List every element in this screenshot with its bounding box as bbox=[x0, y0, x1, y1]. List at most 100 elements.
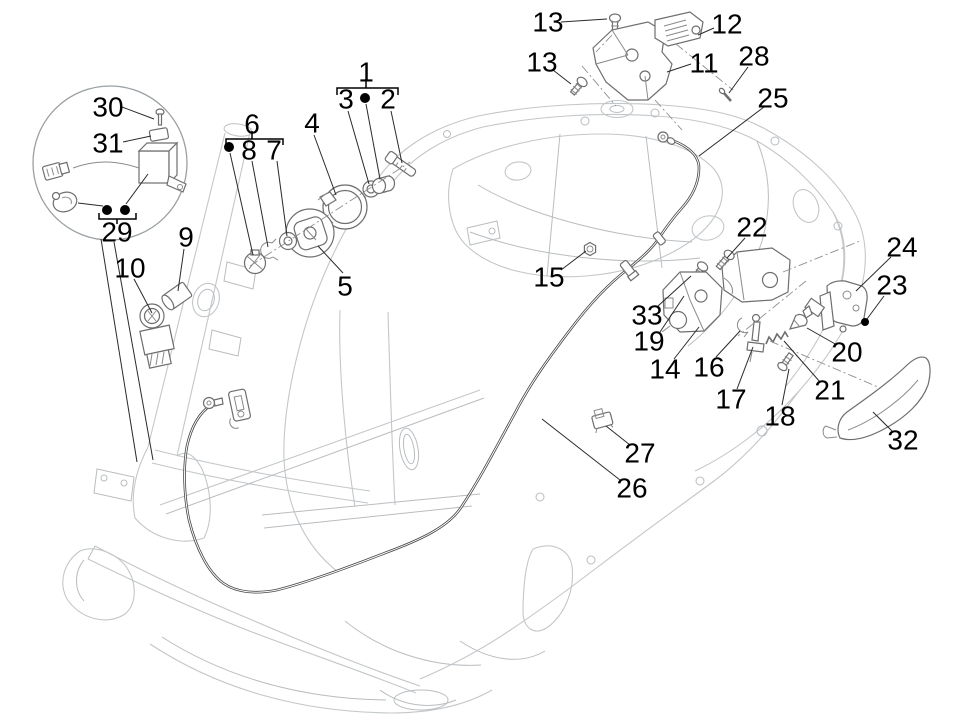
group-bracket bbox=[336, 87, 399, 95]
leader-line bbox=[133, 278, 153, 314]
leader-line bbox=[552, 69, 572, 85]
part-label-18-18: 18 bbox=[764, 401, 795, 432]
leader-line bbox=[365, 103, 381, 180]
part-label-33-33: 33 bbox=[631, 300, 662, 331]
assembly-axis bbox=[595, 34, 613, 53]
leader-line bbox=[855, 256, 892, 292]
part-label-2-1: 2 bbox=[380, 84, 396, 115]
reference-dot bbox=[861, 318, 869, 326]
part-label-14-14: 14 bbox=[649, 354, 680, 385]
part-label-8-7: 8 bbox=[241, 135, 257, 166]
leader-line bbox=[715, 330, 741, 358]
group-bracket bbox=[225, 138, 284, 145]
part-label-5-4: 5 bbox=[337, 271, 353, 302]
reference-dot bbox=[120, 205, 130, 215]
assembly-axis bbox=[769, 340, 879, 388]
leader-line bbox=[121, 106, 155, 120]
screw-13-top-icon bbox=[608, 13, 622, 34]
part-label-31-31: 31 bbox=[92, 128, 123, 159]
seat-lock-latch-icon bbox=[661, 271, 723, 333]
part-label-7-6: 7 bbox=[266, 135, 282, 166]
spring-21-icon bbox=[765, 330, 789, 345]
part-label-9-8: 9 bbox=[178, 222, 194, 253]
cable-end-barrel-top-icon bbox=[657, 131, 676, 145]
part-label-29-29: 29 bbox=[101, 217, 132, 248]
leader-line bbox=[317, 245, 344, 274]
rubber-cone-20-icon bbox=[788, 313, 808, 330]
leader-line bbox=[390, 110, 403, 164]
reference-dot bbox=[224, 142, 234, 152]
leader-line bbox=[657, 275, 692, 307]
part-label-25-25: 25 bbox=[757, 83, 788, 114]
spring-clip-8-icon bbox=[260, 238, 279, 261]
part-label-16-16: 16 bbox=[693, 352, 724, 383]
leader-line bbox=[541, 418, 621, 481]
part-label-22-22: 22 bbox=[736, 212, 767, 243]
part-label-32-32: 32 bbox=[887, 425, 918, 456]
leader-line bbox=[673, 326, 700, 360]
lock-lever-17-icon bbox=[746, 313, 765, 363]
part-label-20-20: 20 bbox=[831, 337, 862, 368]
leader-line bbox=[177, 248, 185, 292]
screw-13-left-icon bbox=[569, 76, 588, 96]
part-label-24-24: 24 bbox=[886, 232, 917, 263]
reference-dot bbox=[360, 93, 370, 103]
leader-line bbox=[122, 135, 152, 143]
relay-cable-icon bbox=[72, 161, 140, 169]
ignition-switch-icon bbox=[139, 303, 175, 369]
assembly-axis bbox=[675, 43, 734, 91]
part-label-13-12: 13 bbox=[532, 7, 563, 38]
assembly-axis bbox=[737, 280, 807, 337]
leader-line bbox=[659, 295, 685, 333]
pin-28-icon bbox=[718, 87, 732, 102]
part-label-11-10: 11 bbox=[689, 48, 718, 79]
cable-adjuster-icon bbox=[619, 260, 640, 282]
screw-30-icon bbox=[155, 108, 165, 126]
part-label-30-30: 30 bbox=[92, 92, 123, 123]
leader-line bbox=[276, 160, 288, 237]
reference-dot bbox=[102, 205, 112, 215]
part-label-26-26: 26 bbox=[616, 473, 647, 504]
lock-barrel-6-icon bbox=[243, 249, 267, 275]
screw-22-icon bbox=[715, 249, 735, 271]
seat-latch-icon bbox=[654, 11, 704, 47]
wiring-connector-icon bbox=[41, 161, 71, 181]
part-label-27-27: 27 bbox=[624, 438, 655, 469]
part-label-6-5: 6 bbox=[244, 109, 260, 140]
leader-line bbox=[560, 18, 608, 23]
leader-line bbox=[697, 27, 715, 36]
part-label-12-11: 12 bbox=[711, 9, 742, 40]
leader-line bbox=[125, 173, 149, 205]
key-blank-icon bbox=[384, 150, 417, 177]
leader-line bbox=[666, 63, 692, 73]
assembly-axis bbox=[581, 65, 617, 107]
leader-line bbox=[605, 425, 631, 446]
part-label-17-17: 17 bbox=[715, 384, 746, 415]
part-label-21-21: 21 bbox=[814, 375, 845, 406]
latch-carrier-plate-icon bbox=[721, 247, 791, 303]
leader-line bbox=[100, 238, 138, 463]
key-cylinder-icon bbox=[371, 175, 396, 195]
leader-line bbox=[347, 110, 370, 185]
lock-cover-icon bbox=[822, 356, 931, 441]
parts bbox=[41, 11, 931, 441]
leader-line bbox=[872, 411, 894, 433]
cable-ferrule-icon bbox=[652, 231, 666, 246]
part-label-13-13: 13 bbox=[526, 47, 557, 78]
cable-clip-icon bbox=[591, 408, 614, 434]
lock-sleeve-icon bbox=[161, 281, 193, 311]
part-label-1-0: 1 bbox=[358, 57, 374, 88]
leader-line bbox=[866, 295, 885, 320]
key-fob-icon bbox=[51, 191, 78, 213]
part-label-3-2: 3 bbox=[338, 84, 354, 115]
leader-line bbox=[560, 250, 587, 271]
striker-plate-icon bbox=[228, 388, 251, 429]
leader-line bbox=[77, 202, 104, 207]
part-label-28-28: 28 bbox=[738, 41, 769, 72]
immobilizer-relay-icon bbox=[137, 141, 187, 193]
leader-line bbox=[806, 327, 838, 346]
leader-line bbox=[698, 106, 765, 157]
leader-line bbox=[251, 160, 269, 248]
